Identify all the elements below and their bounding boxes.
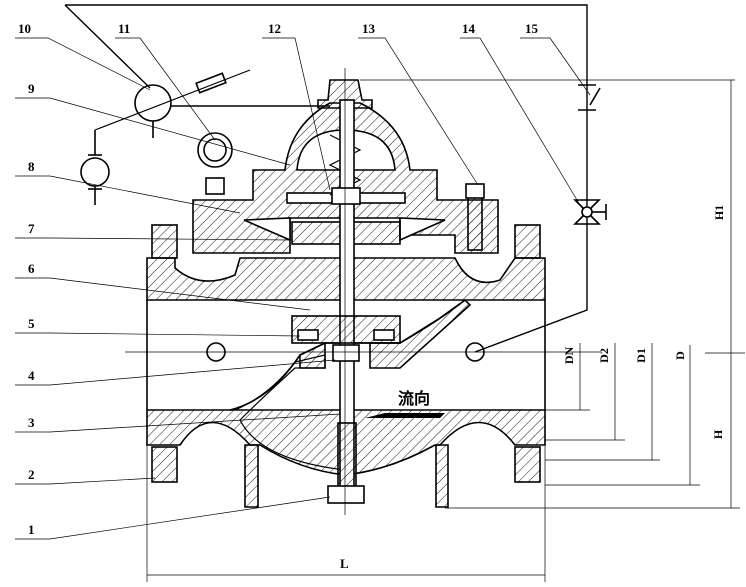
leader-line: [460, 37, 581, 206]
bonnet-bolt: [467, 189, 483, 251]
ball-valve-center: [581, 206, 593, 218]
fitting-15-handle: [589, 87, 601, 106]
leg-right: [435, 444, 449, 508]
dim-d2: D2: [596, 348, 611, 363]
label-8: 8: [28, 159, 35, 174]
diaphragm-left: [243, 217, 291, 242]
label-2: 2: [28, 467, 35, 482]
seat-left: [299, 341, 326, 369]
label-12: 12: [268, 21, 281, 36]
leader-line: [15, 97, 291, 166]
flange-pad: [514, 224, 541, 259]
leg-left: [244, 444, 259, 508]
leader-line: [15, 37, 151, 91]
leader-line: [15, 477, 156, 485]
stem-nut: [331, 187, 361, 205]
flange-pad: [514, 446, 541, 483]
bonnet-nut: [465, 183, 485, 199]
eye-bolt-icon: [197, 132, 233, 168]
label-1: 1: [28, 522, 35, 537]
leader-line: [15, 496, 331, 540]
flange-pad: [151, 224, 178, 259]
disc-seal: [373, 329, 395, 341]
body-bowl: [234, 354, 346, 471]
leader-line: [15, 359, 336, 386]
stem-guide: [337, 422, 357, 489]
leader-line: [15, 413, 341, 433]
leader-line: [358, 37, 479, 186]
dim-l: L: [340, 556, 349, 571]
label-7: 7: [28, 221, 35, 236]
dim-d1: D1: [633, 348, 648, 363]
label-5: 5: [28, 316, 35, 331]
control-pipe: [65, 4, 588, 353]
flow-direction-label: 流向: [398, 389, 431, 408]
flange-pad: [151, 446, 178, 483]
control-pipe-branch: [64, 4, 151, 89]
label-3: 3: [28, 415, 35, 430]
eye-bolt-hole: [203, 138, 227, 162]
leader-line: [15, 237, 291, 241]
pressure-gauge-icon: [80, 157, 110, 187]
label-10: 10: [18, 21, 31, 36]
construction-lines: [15, 37, 745, 582]
leader-line: [15, 277, 311, 311]
leader-line: [262, 37, 331, 191]
leader-line: [15, 175, 241, 214]
label-9: 9: [28, 81, 35, 96]
dim-dn: DN: [562, 346, 577, 365]
label-13: 13: [362, 21, 375, 36]
flow-arrow-icon: [365, 413, 445, 418]
label-14: 14: [462, 21, 475, 36]
bottom-plug: [327, 485, 365, 504]
leader-line: [520, 37, 591, 96]
label-6: 6: [28, 261, 35, 276]
seat-right: [369, 298, 472, 369]
dim-h1: H1: [712, 204, 727, 221]
needle-valve-icon: [195, 72, 227, 94]
label-4: 4: [28, 368, 35, 383]
label-15: 15: [525, 21, 538, 36]
disc-seal: [297, 329, 319, 341]
eye-bolt-nut: [205, 177, 225, 195]
leader-line: [15, 332, 301, 337]
pilot-adjust-line: [94, 69, 251, 131]
dim-d: D: [672, 351, 687, 360]
stem-nut: [332, 344, 360, 362]
label-11: 11: [118, 21, 131, 36]
dim-h: H: [711, 429, 726, 440]
leader-line: [115, 37, 216, 141]
